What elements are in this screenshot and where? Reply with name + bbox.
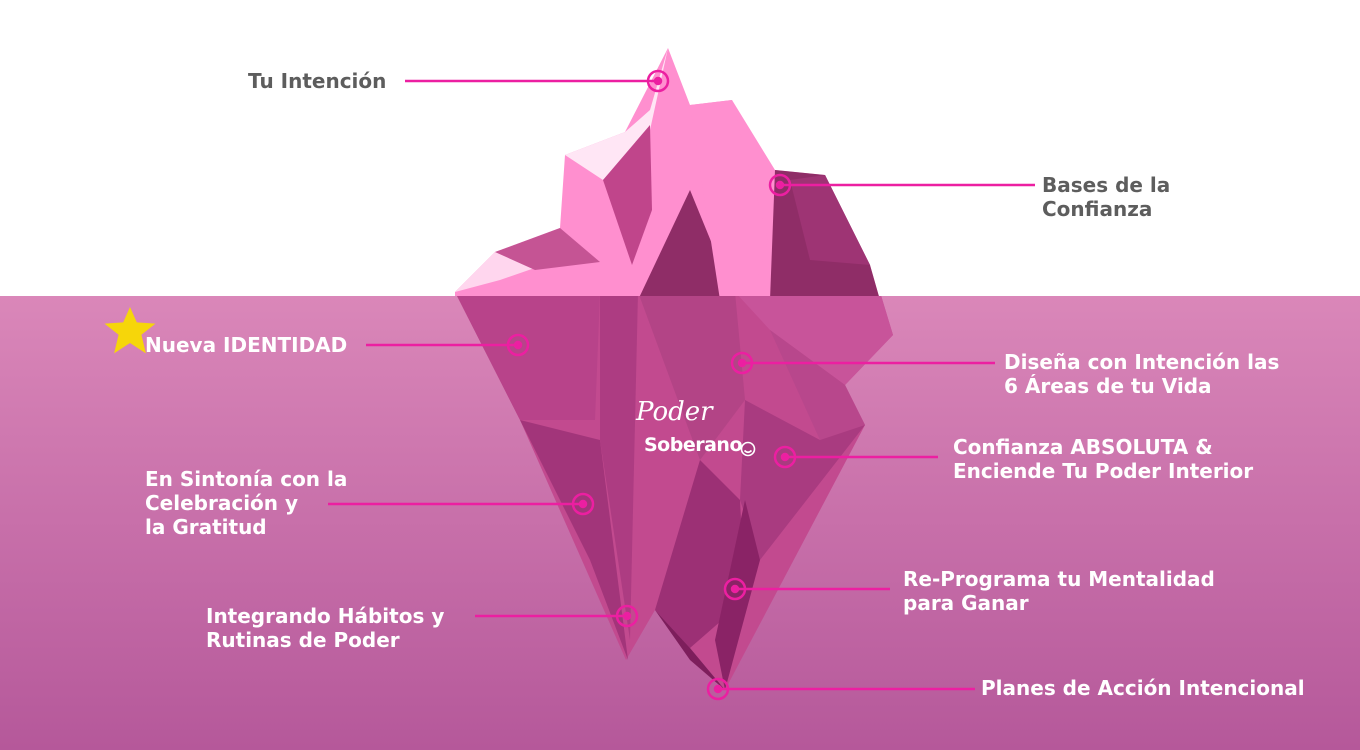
logo-poder: Poder xyxy=(636,397,713,427)
label-sintonia: En Sintonía con la Celebración y la Grat… xyxy=(145,467,348,539)
logo-soberano: Soberano xyxy=(644,434,743,456)
label-habitos: Integrando Hábitos y Rutinas de Poder xyxy=(206,604,445,652)
label-bases: Bases de la Confianza xyxy=(1042,173,1171,221)
connector-reprograma xyxy=(723,577,890,601)
label-disena: Diseña con Intención las 6 Áreas de tu V… xyxy=(1004,350,1280,398)
label-identidad: Nueva IDENTIDAD xyxy=(145,333,348,357)
label-reprograma: Re-Programa tu Mentalidad para Ganar xyxy=(903,567,1215,615)
connector-disena xyxy=(730,351,995,375)
connector-confianza xyxy=(773,445,938,469)
connector-intencion xyxy=(405,69,670,93)
connector-bases xyxy=(768,173,1035,197)
connector-habitos xyxy=(475,604,639,628)
star-icon xyxy=(104,307,156,354)
label-confianza: Confianza ABSOLUTA & Enciende Tu Poder I… xyxy=(953,435,1254,483)
smiley-icon xyxy=(740,441,756,457)
iceberg-body xyxy=(457,296,893,690)
connector-sintonia xyxy=(328,492,595,516)
iceberg-tip xyxy=(455,48,879,296)
label-planes: Planes de Acción Intencional xyxy=(981,676,1305,700)
connector-identidad xyxy=(366,333,530,357)
connector-planes xyxy=(706,677,975,701)
label-intencion: Tu Intención xyxy=(248,69,387,93)
